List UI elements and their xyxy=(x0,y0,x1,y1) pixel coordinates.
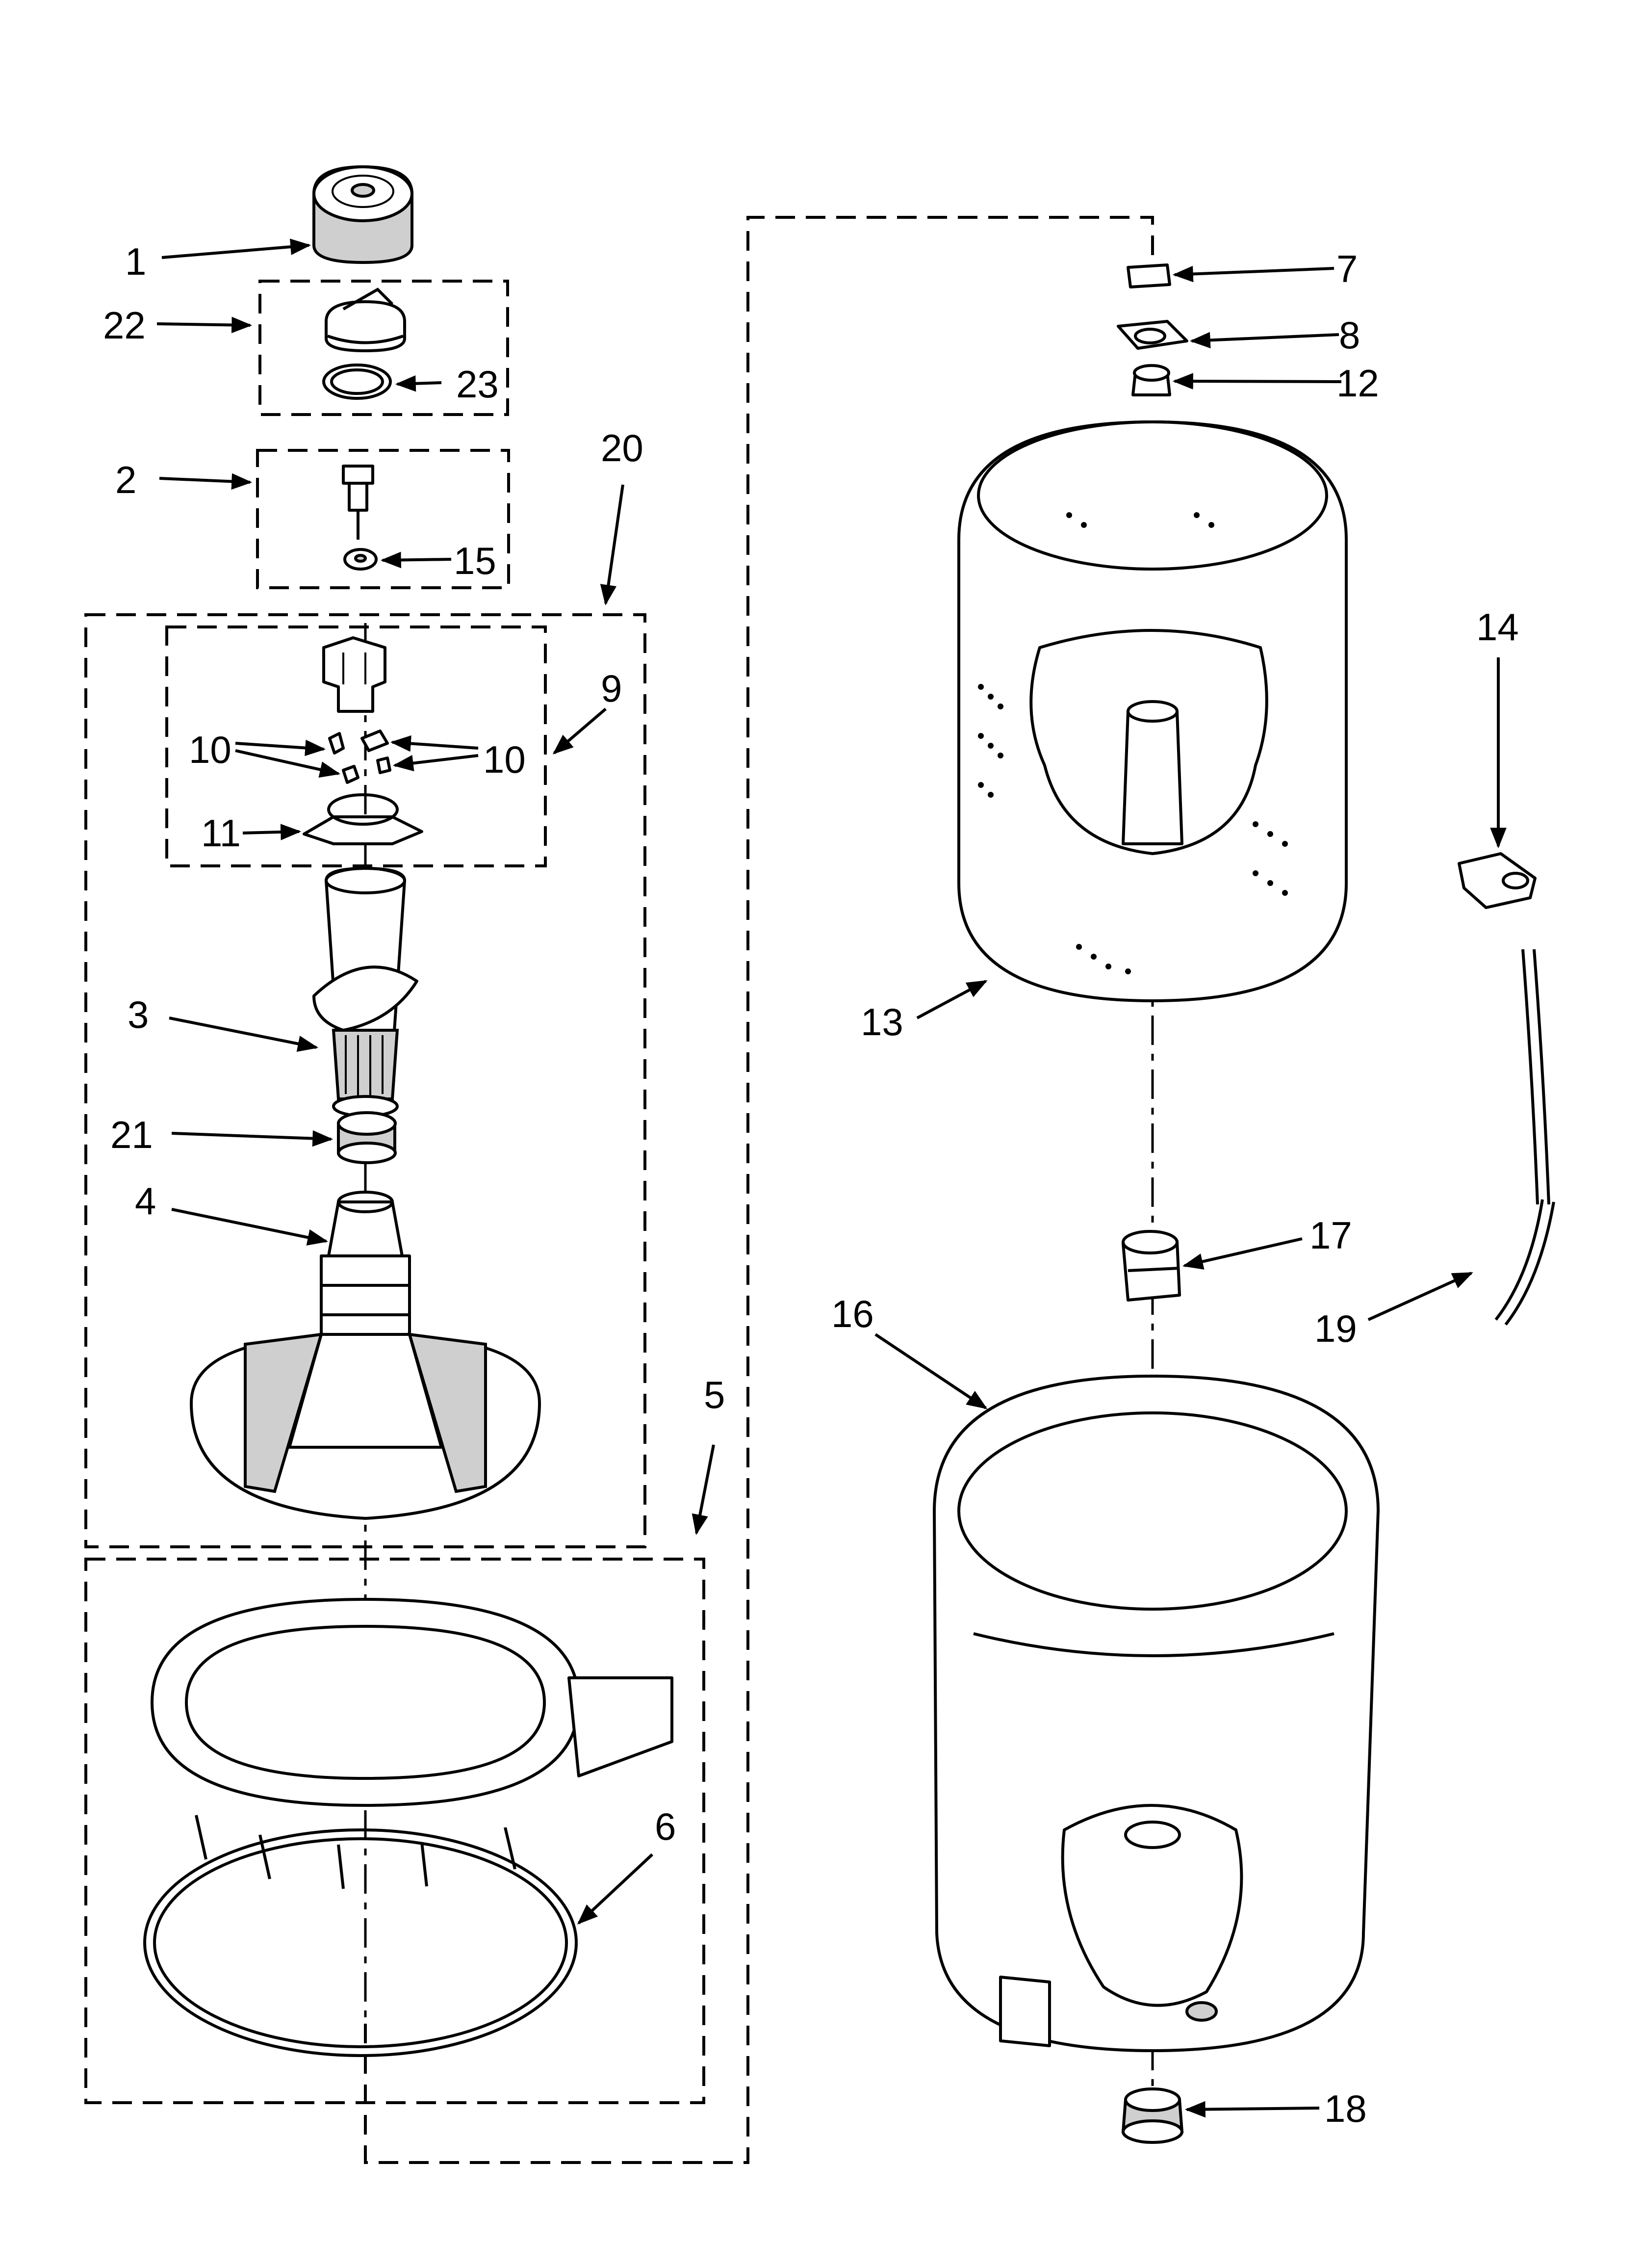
callout-6: 6 xyxy=(655,1805,676,1848)
leader-19 xyxy=(1367,1272,1473,1321)
leader-20 xyxy=(600,484,624,606)
leader-3 xyxy=(169,1017,319,1052)
callout-13: 13 xyxy=(861,1000,903,1043)
part-17-bushing xyxy=(1122,1230,1181,1302)
part-14-hose-clip xyxy=(1458,852,1537,909)
callout-3: 3 xyxy=(128,993,149,1036)
leader-23 xyxy=(395,375,442,392)
part-1-dispenser xyxy=(312,165,413,264)
leader-10a xyxy=(235,739,326,756)
callout-4: 4 xyxy=(135,1179,156,1223)
callout-2: 2 xyxy=(115,458,136,501)
leader-17 xyxy=(1182,1237,1303,1270)
leader-10d xyxy=(392,754,479,772)
leader-5 xyxy=(692,1444,715,1536)
part-3-auger xyxy=(312,867,418,1118)
basket-holes xyxy=(978,512,1288,974)
leader-22 xyxy=(156,316,253,334)
leader-13 xyxy=(916,980,988,1019)
part-23-o-ring xyxy=(322,364,392,400)
callout-16: 16 xyxy=(831,1292,874,1335)
leader-11 xyxy=(242,824,302,840)
part-18-seal xyxy=(1121,2087,1184,2144)
callout-21: 21 xyxy=(110,1113,153,1156)
leader-12 xyxy=(1172,373,1342,390)
connector-dash-line xyxy=(364,216,1154,2164)
leader-4 xyxy=(171,1208,329,1246)
leader-1 xyxy=(161,238,311,259)
leader-9 xyxy=(552,707,607,755)
callout-17: 17 xyxy=(1309,1214,1352,1257)
callout-12: 12 xyxy=(1336,362,1379,405)
callout-19: 19 xyxy=(1314,1307,1357,1350)
leader-6 xyxy=(577,1853,654,1925)
callout-10-left: 10 xyxy=(189,728,231,771)
part-19-hose xyxy=(1494,949,1555,1326)
part-9-cam-assembly xyxy=(322,636,386,713)
callout-1: 1 xyxy=(125,240,146,283)
callout-14: 14 xyxy=(1476,605,1519,649)
part-16-outer-tub xyxy=(933,1375,1380,2052)
callout-7: 7 xyxy=(1336,247,1358,290)
callout-20: 20 xyxy=(601,426,643,469)
callout-15: 15 xyxy=(454,539,496,582)
leader-15 xyxy=(380,551,452,569)
part-4-agitator-base xyxy=(190,1191,541,1520)
leader-7 xyxy=(1172,265,1334,283)
leader-2 xyxy=(159,473,253,490)
leader-16 xyxy=(874,1333,988,1409)
part-8-plate xyxy=(1117,320,1188,350)
callout-9: 9 xyxy=(601,667,622,710)
part-12-nut xyxy=(1131,364,1171,396)
group-box-22 xyxy=(258,280,509,416)
part-15-washer xyxy=(343,548,378,571)
callout-22: 22 xyxy=(103,304,146,347)
part-10-dogs xyxy=(328,730,391,784)
leader-8 xyxy=(1189,332,1339,349)
part-13-basket xyxy=(957,420,1348,1002)
callout-11: 11 xyxy=(201,811,241,855)
part-22-cap xyxy=(325,287,406,352)
part-21-coupling xyxy=(337,1111,397,1164)
part-2-bolt xyxy=(342,465,374,540)
part-6-tub-ring xyxy=(143,1598,673,2057)
part-7-clip xyxy=(1127,263,1171,288)
group-box-5 xyxy=(84,1558,705,2104)
leader-10c xyxy=(390,735,479,752)
callout-10-right: 10 xyxy=(483,738,526,781)
callout-18: 18 xyxy=(1324,2087,1367,2130)
group-box-9 xyxy=(165,626,547,867)
leader-10b xyxy=(235,749,341,778)
callout-5: 5 xyxy=(704,1373,725,1416)
callout-8: 8 xyxy=(1339,313,1360,357)
leader-18 xyxy=(1184,2101,1320,2118)
leader-21 xyxy=(171,1130,334,1147)
callout-23: 23 xyxy=(456,363,499,406)
part-11-dog-ring xyxy=(303,793,423,845)
group-box-2 xyxy=(256,449,510,589)
